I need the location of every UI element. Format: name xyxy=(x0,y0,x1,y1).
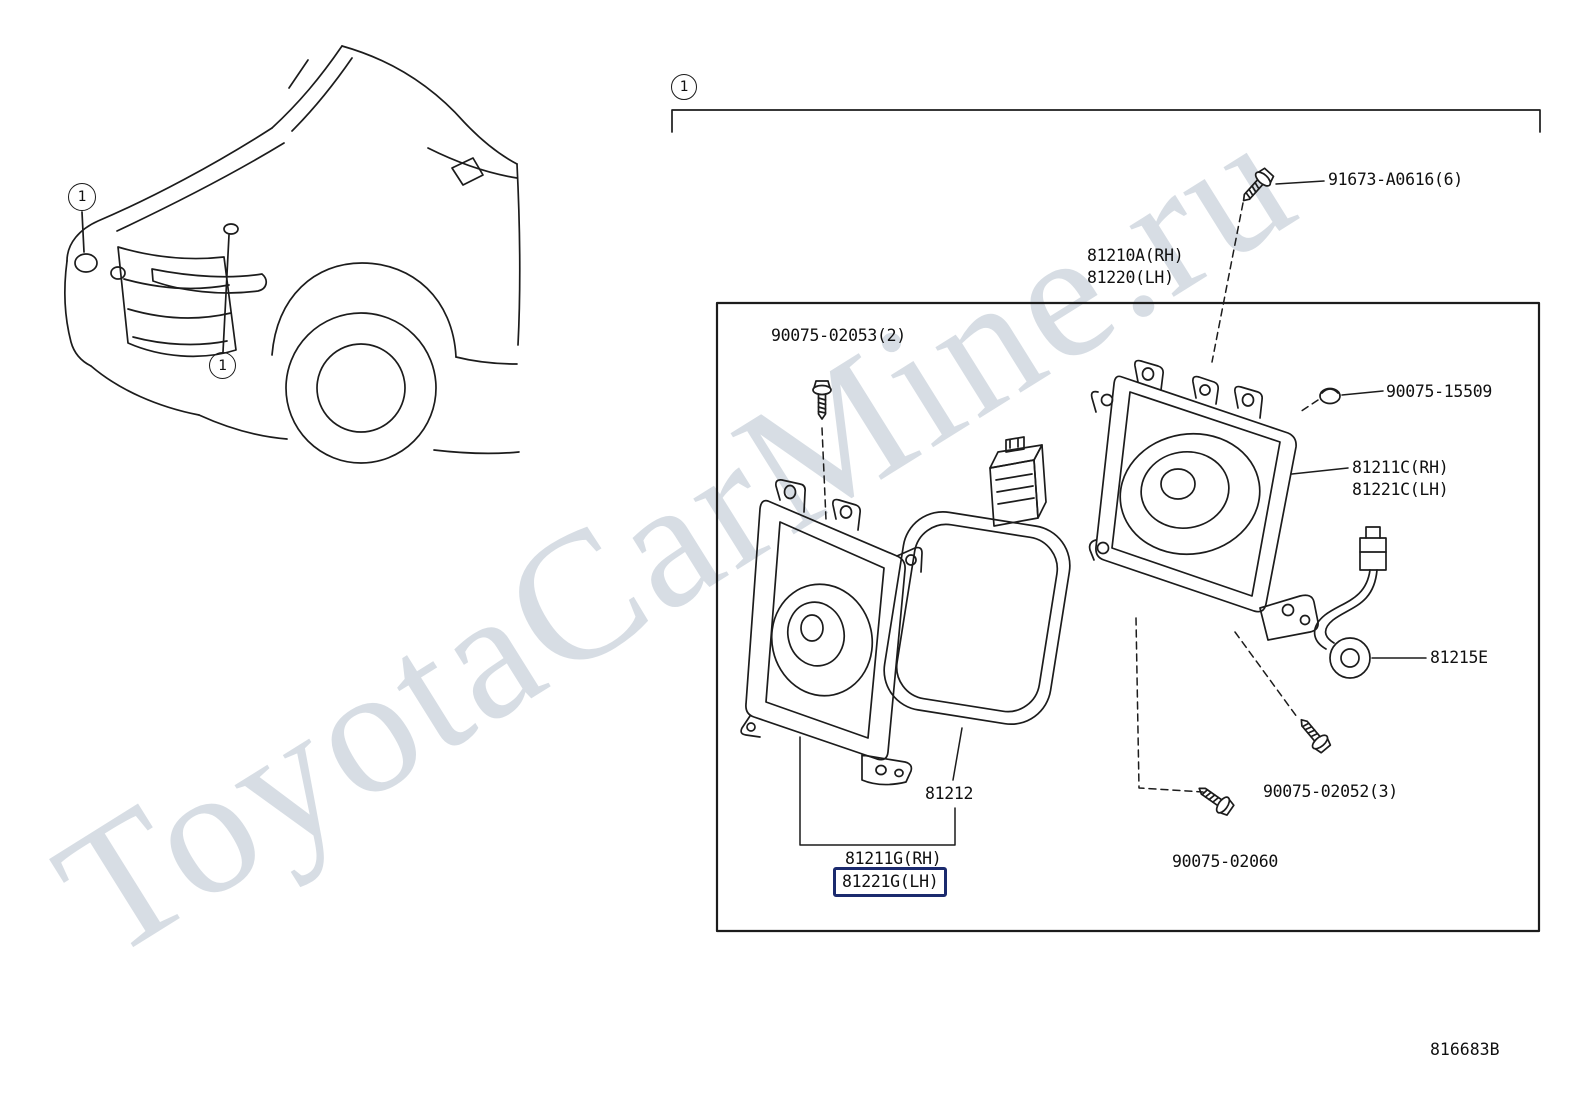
car-callout-leader-1 xyxy=(81,211,85,253)
diagram-code: 816683B xyxy=(1430,1040,1500,1059)
label-screw-91673: 91673-A0616(6) xyxy=(1328,170,1463,189)
label-gasket-81212: 81212 xyxy=(925,784,974,803)
screw-02060-drawing xyxy=(1193,780,1237,819)
label-cover-rh: 81211G(RH) xyxy=(845,849,942,868)
cap-part-drawing xyxy=(1319,387,1341,405)
label-assy-lh: 81220(LH) xyxy=(1087,268,1174,287)
dashed-leader-lines xyxy=(821,202,1319,793)
highlight-box-cover-lh: 81221G(LH) xyxy=(833,867,948,897)
screw-02052-drawing xyxy=(1293,713,1334,756)
group-bracket xyxy=(671,109,1541,133)
wire-socket-drawing xyxy=(1313,526,1387,679)
fog-lamp-housing-rh-drawing xyxy=(1088,359,1319,641)
fog-lamp-cover-lh-drawing xyxy=(740,479,923,786)
label-assy-rh: 81210A(RH) xyxy=(1087,246,1184,265)
screw-91673-drawing xyxy=(1236,165,1277,208)
label-screw-02053: 90075-02053(2) xyxy=(771,326,906,345)
label-wire-81215e: 81215E xyxy=(1430,648,1488,667)
label-cap-15509: 90075-15509 xyxy=(1386,382,1492,401)
car-front-sketch xyxy=(64,45,521,464)
solid-leader-lines xyxy=(799,180,1427,846)
group-callout-1: 1 xyxy=(671,74,697,100)
label-cover-lh: 81221G(LH) xyxy=(842,872,939,891)
label-bracket-lh: 81221C(LH) xyxy=(1352,480,1449,499)
relay-block-drawing xyxy=(989,436,1047,527)
label-screw-02052: 90075-02052(3) xyxy=(1263,782,1398,801)
car-callout-leader-2 xyxy=(222,234,230,353)
label-screw-02060: 90075-02060 xyxy=(1172,852,1278,871)
car-callout-1: 1 xyxy=(68,183,96,211)
car-callout-2: 1 xyxy=(209,352,236,379)
parts-box-frame xyxy=(715,301,1541,933)
gasket-drawing xyxy=(883,511,1071,725)
screw-02053-drawing xyxy=(812,380,832,420)
label-bracket-rh: 81211C(RH) xyxy=(1352,458,1449,477)
